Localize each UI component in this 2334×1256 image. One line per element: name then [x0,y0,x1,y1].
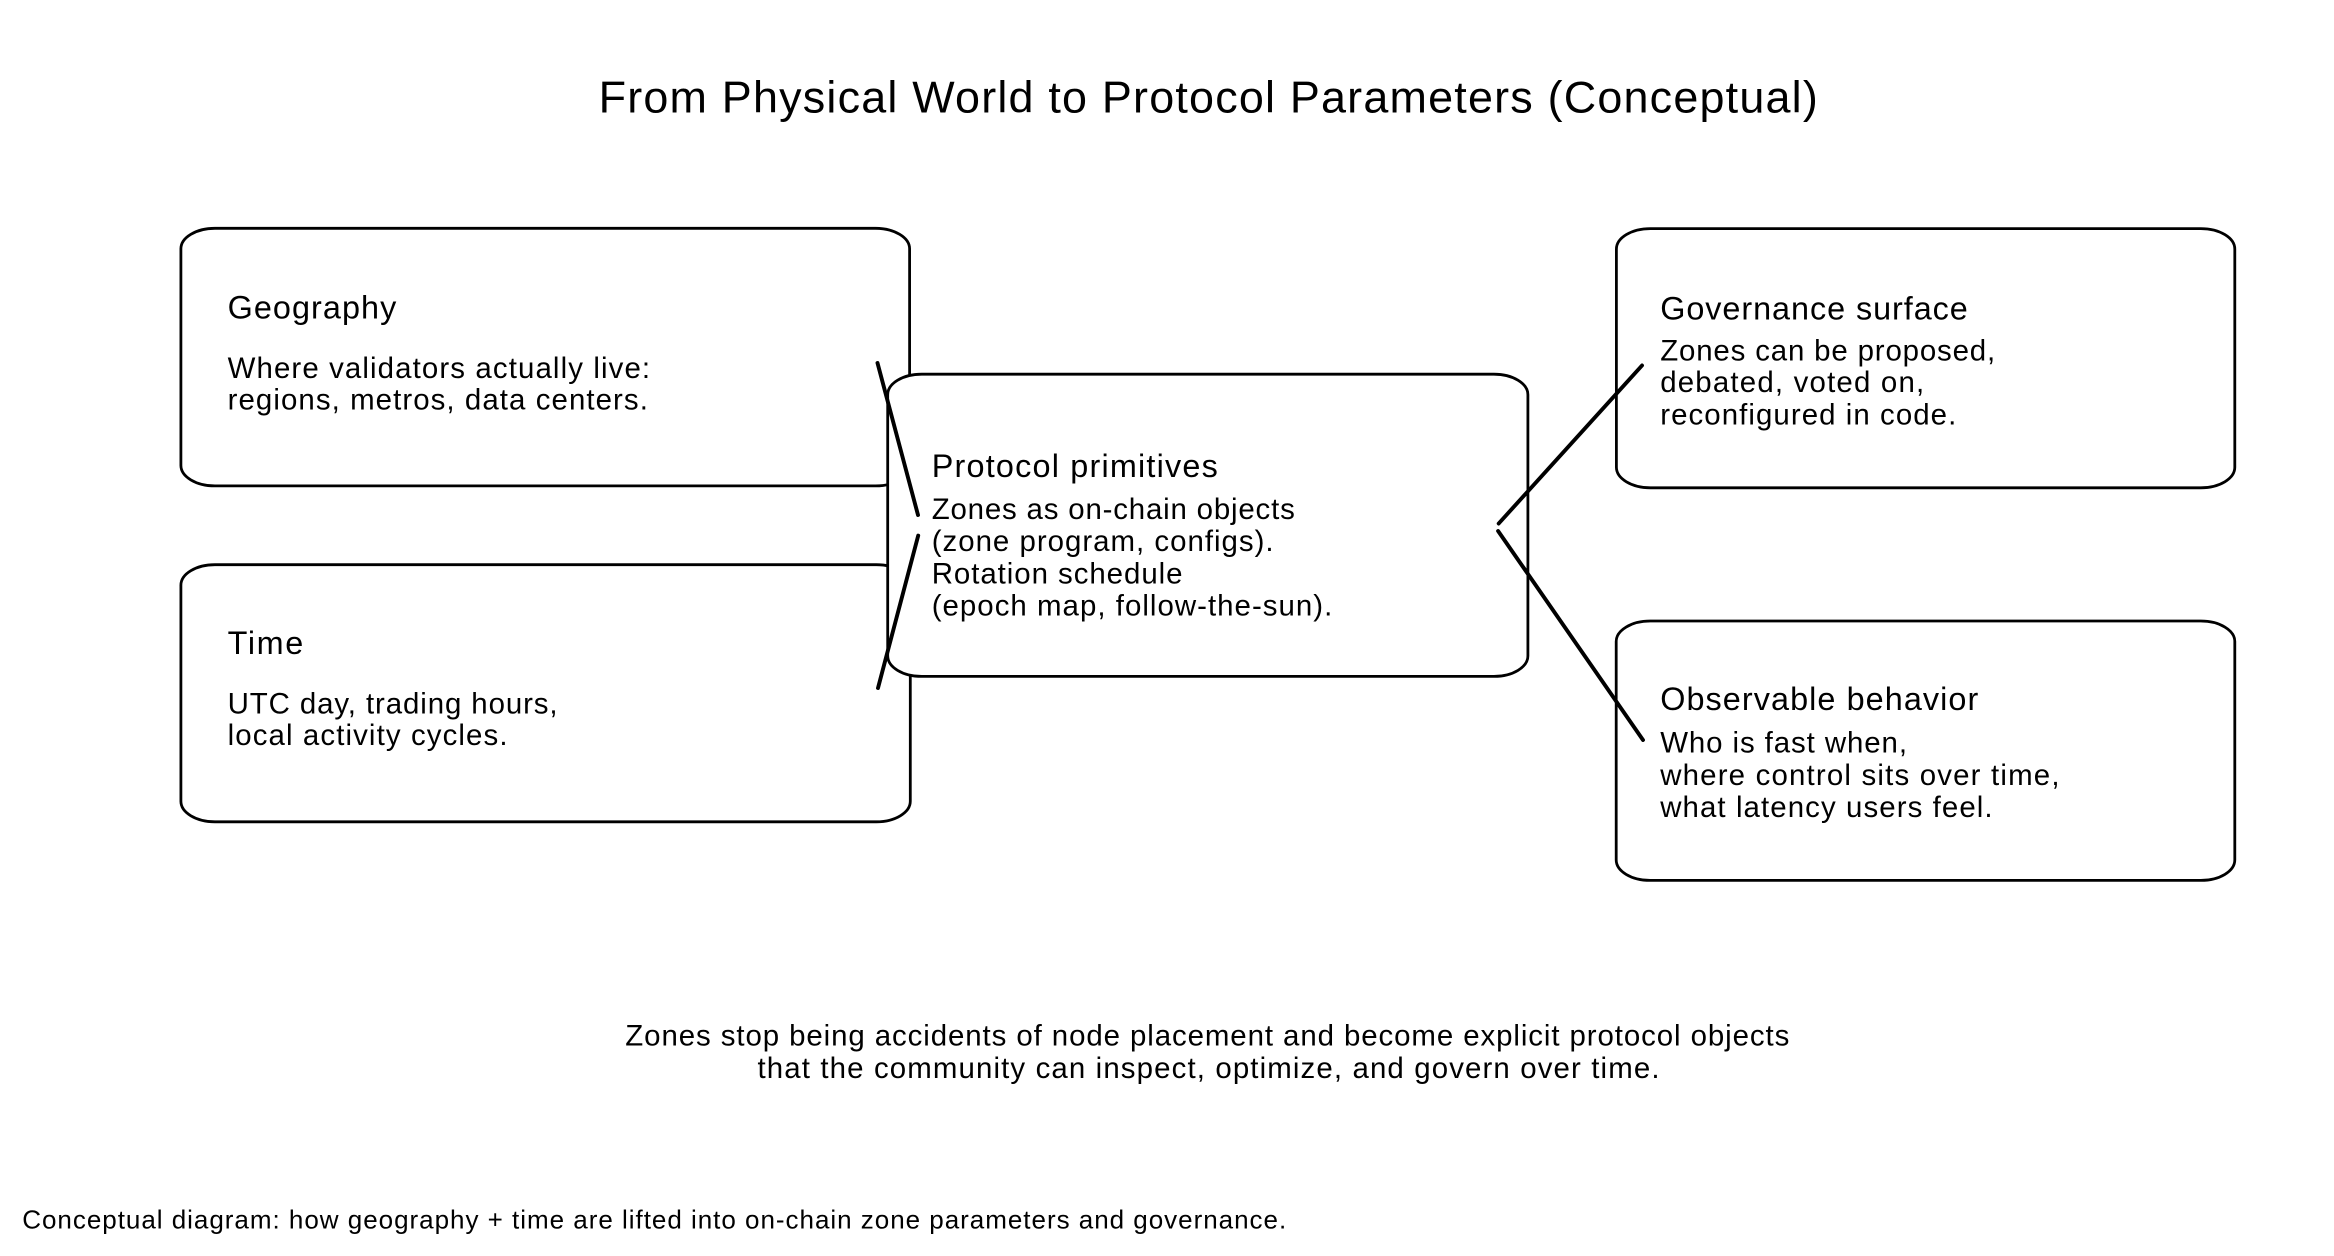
svg-text:(zone program, configs).: (zone program, configs). [932,525,1274,558]
svg-text:Protocol primitives: Protocol primitives [932,448,1218,484]
svg-text:From Physical World to Protoco: From Physical World to Protocol Paramete… [599,72,1818,123]
svg-text:that the community can inspect: that the community can inspect, optimize… [758,1052,1660,1085]
svg-text:Who is fast when,: Who is fast when, [1660,727,1907,760]
svg-text:where control sits over time,: where control sits over time, [1659,759,2059,792]
svg-text:regions, metros, data centers.: regions, metros, data centers. [228,384,648,417]
svg-text:local activity cycles.: local activity cycles. [228,719,508,752]
svg-text:Zones stop being accidents of: Zones stop being accidents of node place… [625,1020,1789,1053]
svg-text:reconfigured in code.: reconfigured in code. [1660,398,1956,431]
svg-text:Observable behavior: Observable behavior [1660,681,1978,717]
svg-text:Time: Time [228,625,304,661]
svg-text:Rotation schedule: Rotation schedule [932,557,1183,590]
svg-text:debated, voted on,: debated, voted on, [1660,366,1924,399]
svg-text:Where validators actually live: Where validators actually live: [228,352,650,385]
svg-text:Conceptual diagram: how geogra: Conceptual diagram: how geography + time… [22,1205,1286,1235]
svg-text:Zones as on-chain objects: Zones as on-chain objects [932,493,1295,526]
svg-text:what latency users feel.: what latency users feel. [1659,791,1992,824]
svg-text:Geography: Geography [228,289,398,325]
svg-text:Zones can be proposed,: Zones can be proposed, [1660,335,1995,368]
svg-text:Governance surface: Governance surface [1660,290,1968,326]
svg-text:(epoch map, follow-the-sun).: (epoch map, follow-the-sun). [932,589,1333,622]
svg-text:UTC day, trading hours,: UTC day, trading hours, [228,687,558,720]
